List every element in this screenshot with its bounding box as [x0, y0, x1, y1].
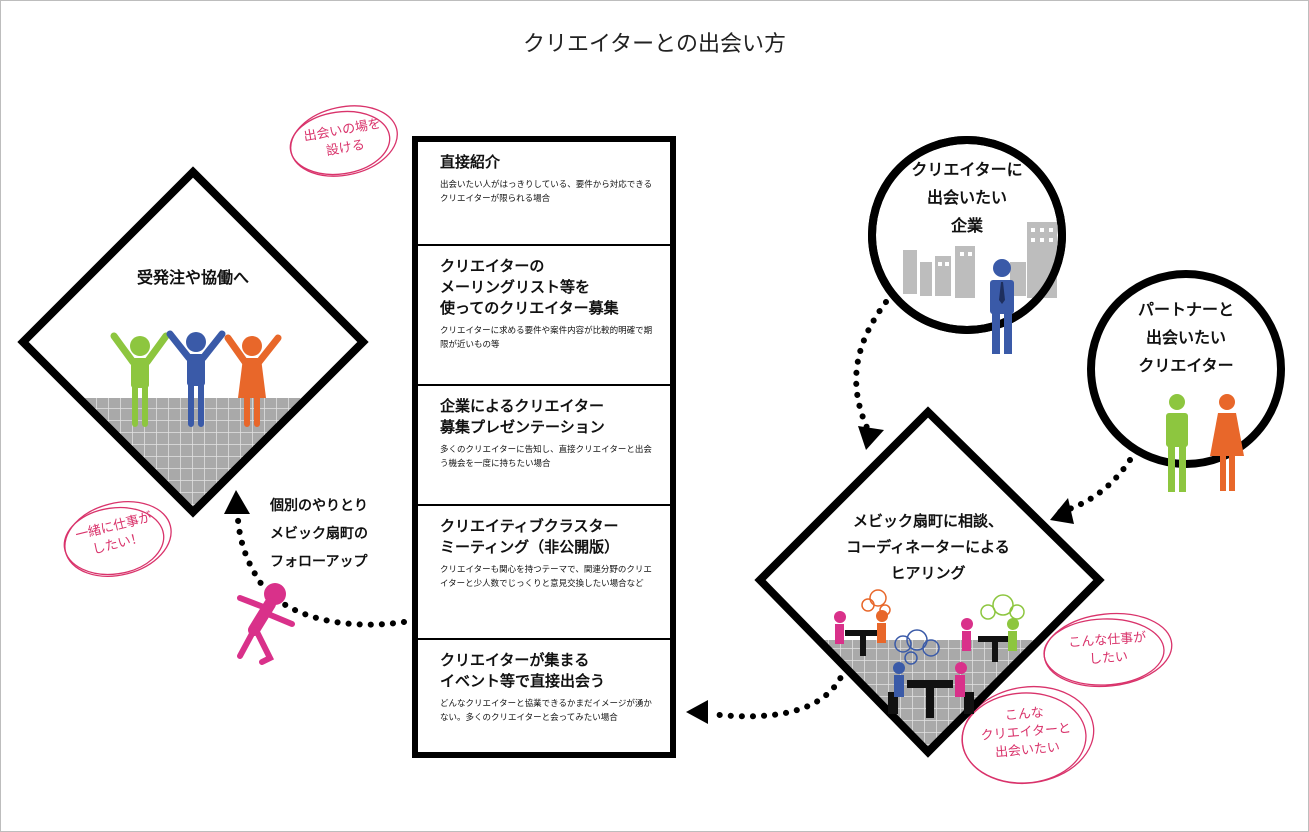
right-diamond-label: メビック扇町に相談、 コーディネーターによる ヒアリング [818, 508, 1038, 586]
method-list: 直接紹介 出会いたい人がはっきりしている、要件から対応できるクリエイターが限られ… [412, 136, 676, 758]
method-desc: クリエイターに求める要件や案件内容が比較的明確で期限が近いもの等 [440, 326, 653, 350]
follow-up-line: フォローアップ [270, 554, 368, 570]
creator-woman-icon [1210, 394, 1244, 491]
company-line: 企業 [950, 216, 983, 235]
creator-circle-label: パートナーと 出会いたい クリエイター [1116, 296, 1256, 380]
method-title: クリエイターの メーリングリスト等を 使ってのクリエイター募集 [440, 257, 619, 317]
right-diamond-line: コーディネーターによる [846, 538, 1010, 556]
orange-person-icon [224, 334, 282, 427]
company-line: 出会いたい [926, 188, 1007, 207]
creator-line: 出会いたい [1145, 328, 1226, 347]
creator-man-icon [1166, 394, 1188, 492]
creator-line: パートナーと [1137, 300, 1234, 319]
company-circle [868, 136, 1066, 354]
blue-person-icon [166, 330, 226, 427]
method-section-3: 企業によるクリエイター 募集プレゼンテーション 多くのクリエイターに告知し、直接… [418, 386, 670, 506]
page-title: クリエイターとの出会い方 [523, 32, 786, 57]
follow-up-line: メビック扇町の [270, 526, 368, 542]
handwritten-bubbles [63, 105, 1173, 785]
method-section-4: クリエイティブクラスター ミーティング（非公開版） クリエイターも関心を持つテー… [418, 506, 670, 640]
creator-circle [1087, 270, 1285, 492]
method-section-5: クリエイターが集まる イベント等で直接出会う どんなクリエイターと協業できるかま… [418, 640, 670, 752]
method-desc: クリエイターも関心を持つテーマで、関連分野のクリエイターと少人数でじっくりと意見… [440, 565, 652, 589]
creator-line: クリエイター [1138, 356, 1234, 375]
method-section-2: クリエイターの メーリングリスト等を 使ってのクリエイター募集 クリエイターに求… [418, 246, 670, 386]
handwritten-note-right-bottom: こんな クリエイターと 出会いたい [966, 701, 1086, 765]
arrowheads [224, 426, 1074, 724]
follow-up-text: 個別のやりとり メビック扇町の フォローアップ [270, 492, 368, 576]
right-diamond-line: メビック扇町に相談、 [852, 512, 1003, 530]
businessman-icon [990, 259, 1014, 354]
follow-up-line: 個別のやりとり [270, 498, 368, 514]
company-line: クリエイターに [911, 160, 1023, 179]
method-title: クリエイティブクラスター ミーティング（非公開版） [440, 517, 620, 556]
method-desc: どんなクリエイターと協業できるかまだイメージが湧かない。多くのクリエイターと会っ… [440, 699, 652, 723]
method-desc: 出会いたい人がはっきりしている、要件から対応できるクリエイターが限られる場合 [440, 180, 653, 204]
method-section-1: 直接紹介 出会いたい人がはっきりしている、要件から対応できるクリエイターが限られ… [418, 142, 670, 246]
right-diamond-line: ヒアリング [890, 564, 966, 582]
company-circle-label: クリエイターに 出会いたい 企業 [897, 156, 1037, 240]
left-diamond-label: 受発注や協働へ [136, 268, 249, 287]
method-desc: 多くのクリエイターに告知し、直接クリエイターと出会う機会を一度に持ちたい場合 [440, 445, 652, 469]
method-title: 直接紹介 [440, 153, 501, 171]
green-person-icon [110, 332, 170, 427]
pink-climber-icon [237, 583, 295, 665]
method-title: クリエイターが集まる イベント等で直接出会う [440, 651, 606, 690]
method-title: 企業によるクリエイター 募集プレゼンテーション [440, 397, 605, 436]
